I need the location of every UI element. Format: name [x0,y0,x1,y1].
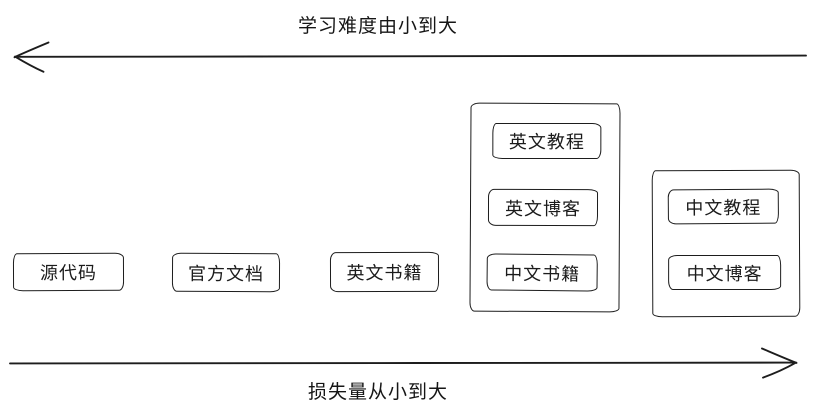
box-english-blogs-label: 英文博客 [504,198,582,219]
box-chinese-tutorials: 中文教程 [667,188,779,225]
loss-arrow-right-icon [9,347,798,379]
box-source-code-label: 源代码 [39,262,98,284]
box-english-books: 英文书籍 [329,251,440,293]
box-chinese-tutorials-label: 中文教程 [685,197,762,218]
group-box-english-mixed: 英文教程 英文博客 中文书籍 [469,102,621,313]
box-official-docs: 官方文档 [171,252,281,293]
difficulty-axis-label: 学习难度由小到大 [297,16,458,37]
box-chinese-blogs-label: 中文博客 [686,263,763,284]
difficulty-arrow-left-icon [13,41,807,73]
box-source-code: 源代码 [12,252,125,292]
box-english-tutorials: 英文教程 [492,122,602,160]
box-chinese-books-label: 中文书籍 [504,263,581,284]
box-chinese-blogs: 中文博客 [668,254,782,291]
box-chinese-books: 中文书籍 [486,253,598,292]
box-english-blogs: 英文博客 [487,188,599,227]
group-box-chinese: 中文教程 中文博客 [651,169,801,318]
loss-axis-label: 损失量从小到大 [307,382,448,403]
box-english-tutorials-label: 英文教程 [508,131,585,153]
box-english-books-label: 英文书籍 [346,262,423,284]
box-official-docs-label: 官方文档 [187,263,265,284]
